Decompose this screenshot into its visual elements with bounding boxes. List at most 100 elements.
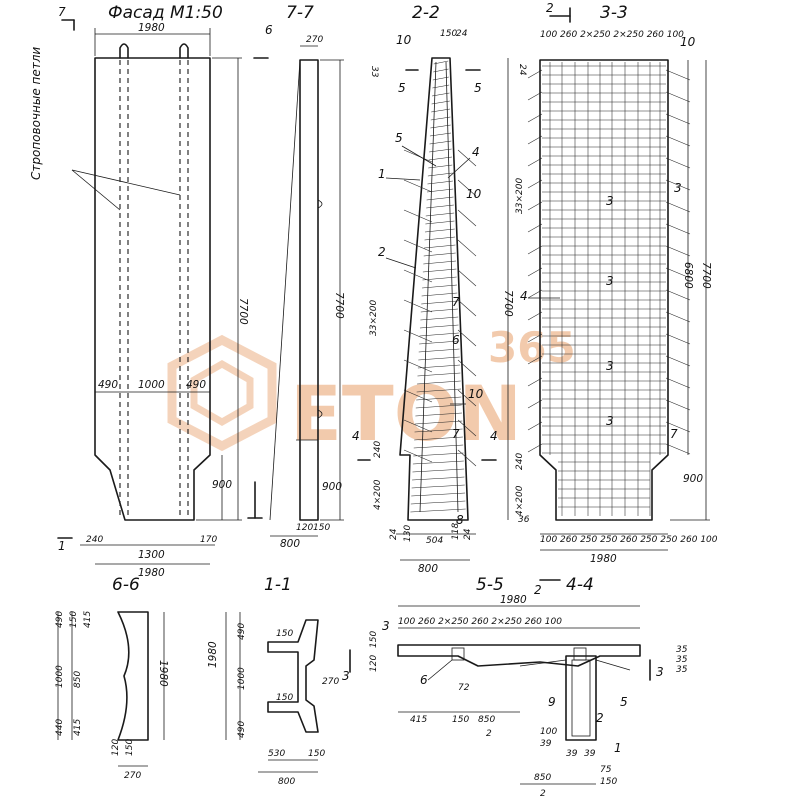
section-6-6-outline (117, 611, 149, 741)
facade-bottom-total: 1980 (138, 567, 165, 579)
section-2-2-bottom-a: 24 (389, 528, 399, 540)
section-5-5: 5-5 1980 100 260 2×250 260 2×250 260 100… (369, 575, 641, 739)
label-3-inner-a: 3 (606, 194, 614, 208)
lifting-loop-right (179, 43, 189, 59)
rebar-line (403, 179, 433, 193)
section-3-3-inner-height: 6800 (682, 262, 694, 289)
section-3-3-bottom-dims: 100 260 250 250 260 250 250 260 100 (540, 535, 718, 545)
rebar-line (527, 91, 543, 101)
rebar-line (527, 333, 543, 343)
label-9-s44: 9 (548, 695, 556, 709)
rebar-line (403, 359, 433, 373)
section-2-2-bottom-d: 118 (451, 523, 461, 540)
label-3-right: 3 (674, 181, 682, 195)
rebar-line (457, 269, 477, 287)
rebar-line (457, 179, 477, 197)
section-1-1-i: 150 (308, 749, 325, 759)
section-1-1-f: 150 (276, 693, 293, 703)
label-3-inner-d: 3 (606, 414, 614, 428)
rebar-line (527, 289, 543, 299)
section-5-5-72: 72 (458, 683, 470, 693)
section-2-2-top-a: 150 (440, 29, 457, 39)
rebar-line (665, 311, 691, 323)
leader-line (401, 145, 437, 167)
section-4-4-39c: 39 (584, 749, 596, 759)
cut-mark-3-left: 3 (342, 669, 350, 683)
section-3-3-leg: 900 (683, 473, 703, 485)
rebar-line (665, 157, 691, 169)
facade-outline (94, 57, 211, 521)
section-1-1-e: 150 (276, 629, 293, 639)
section-5-5-2: 2 (486, 729, 492, 739)
rebar-line (665, 333, 691, 345)
label-10-low: 10 (468, 387, 484, 401)
label-7-a: 7 (452, 295, 460, 309)
section-4-4-75: 75 (600, 765, 612, 775)
label-3-inner-c: 3 (606, 359, 614, 373)
leader-line (385, 257, 417, 269)
rebar-line (527, 179, 543, 189)
section-4-4-100: 100 (540, 727, 557, 737)
rebar-line (457, 149, 477, 167)
rebar-line (457, 209, 477, 227)
facade-seg-right: 490 (186, 379, 206, 391)
label-2-s44: 2 (596, 711, 604, 725)
section-6-6: 6-6 490 150 415 1000 850 440 415 1980 12… (55, 575, 169, 781)
cut-mark-7: 7 (58, 5, 66, 19)
rebar-line (665, 443, 691, 455)
rebar-line (403, 239, 433, 253)
lifting-loop-note: Строповочные петли (29, 47, 43, 180)
section-7-7-b2: 150 (313, 523, 330, 533)
rebar-line (403, 299, 433, 313)
rebar-line (665, 91, 691, 103)
label-4-s33: 4 (520, 289, 528, 303)
section-2-2-bottom-c: 504 (426, 536, 443, 546)
section-7-7-base: 800 (280, 538, 300, 550)
cut-mark-5-right: 5 (474, 81, 482, 95)
rebar-line (665, 355, 691, 367)
rebar-line (457, 419, 477, 437)
section-2-2-base: 800 (418, 563, 438, 575)
section-1-1-h: 530 (268, 749, 285, 759)
section-2-2-bottom-e: 24 (463, 528, 473, 540)
cut-mark-4-right: 4 (490, 429, 498, 443)
section-6-6-d: 1000 (55, 665, 65, 688)
rebar-line (665, 421, 691, 433)
section-5-5-outline (397, 644, 641, 667)
label-8: 8 (456, 513, 464, 527)
rebar-line (527, 311, 543, 321)
section-6-6-j: 150 (125, 739, 135, 756)
rebar-line (457, 359, 477, 377)
section-1-1-outline (267, 619, 319, 733)
rebar-line (527, 377, 543, 387)
section-3-3-lower-b: 4×200 (515, 485, 525, 516)
section-1-1-d: 1980 (207, 641, 219, 668)
rebar-line (665, 223, 691, 235)
watermark-number: 365 (488, 323, 576, 372)
rebar-line (665, 377, 691, 389)
facade-seg-left: 490 (98, 379, 118, 391)
section-1-1-j: 800 (278, 777, 295, 787)
section-2-2-lower-b: 4×200 (373, 479, 383, 510)
section-3-3-lower-a: 240 (515, 453, 525, 470)
label-3-s55: 3 (382, 619, 390, 633)
section-6-6-k: 270 (124, 771, 141, 781)
section-2-2-bottom-b: 130 (403, 525, 413, 542)
rebar-line (665, 69, 691, 81)
label-1-s44: 1 (614, 741, 622, 755)
label-6-s55: 6 (420, 673, 428, 687)
section-7-7-title: 7-7 (286, 3, 314, 23)
leader-line (447, 157, 471, 179)
section-7-7-loop (317, 409, 323, 419)
section-6-6-b: 150 (69, 611, 79, 628)
section-7-7-loop (317, 199, 323, 209)
section-5-5-850: 850 (478, 715, 495, 725)
rebar-line (527, 355, 543, 365)
rebar-line (403, 149, 433, 163)
leader-line (427, 659, 453, 681)
section-5-5-dims: 100 260 2×250 260 2×250 260 100 (398, 617, 562, 627)
section-4-4-150: 150 (600, 777, 617, 787)
rebar-line (665, 113, 691, 125)
section-4-4-r2: 35 (676, 655, 688, 665)
watermark-logo-icon (167, 334, 277, 452)
